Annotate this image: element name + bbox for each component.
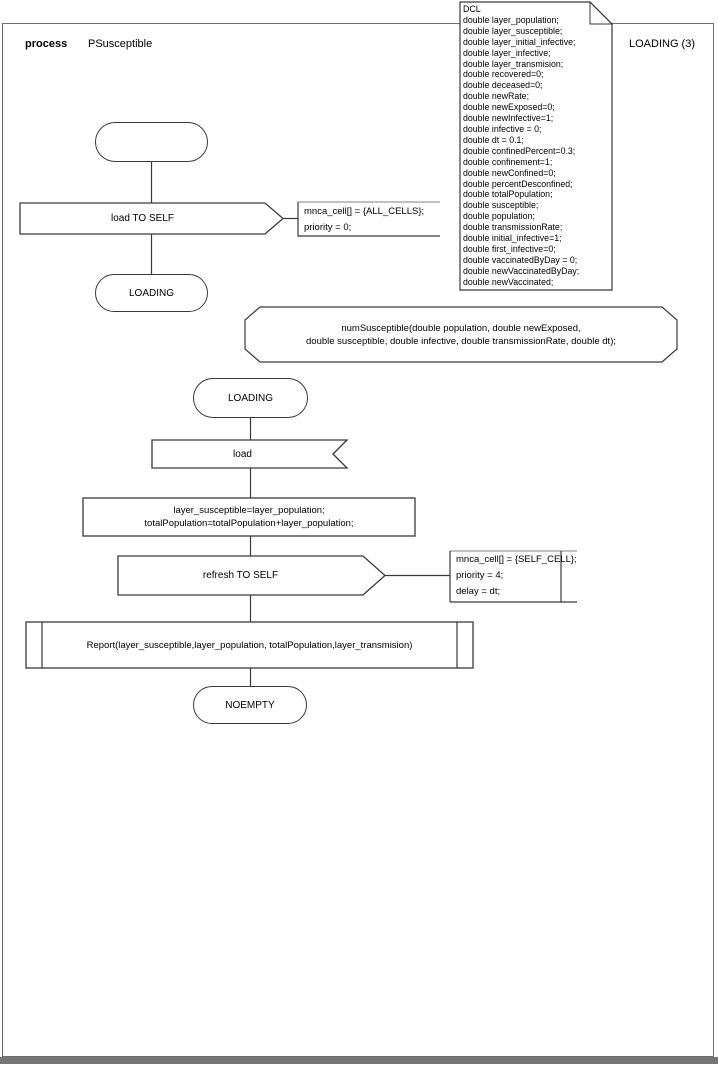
window-bottom-edge bbox=[0, 1057, 718, 1064]
note-fold-corner-icon bbox=[589, 1, 614, 25]
dcl-note-shape[interactable] bbox=[459, 1, 614, 291]
comment-load-shape[interactable] bbox=[297, 201, 440, 237]
state-noempty[interactable]: NOEMPTY bbox=[193, 686, 307, 724]
output-refresh-to-self-shape[interactable] bbox=[117, 555, 386, 596]
process-name: PSusceptible bbox=[88, 38, 153, 50]
state-loading-first[interactable]: LOADING bbox=[95, 274, 208, 312]
state-noempty-label: NOEMPTY bbox=[225, 699, 275, 711]
comment-refresh-shape[interactable] bbox=[449, 550, 577, 603]
task-assign-shape[interactable] bbox=[82, 497, 416, 537]
start-symbol[interactable] bbox=[95, 122, 208, 162]
page-state-label: LOADING (3) bbox=[628, 38, 695, 50]
output-load-to-self-shape[interactable] bbox=[19, 202, 284, 235]
procedure-signature-shape[interactable] bbox=[244, 306, 678, 363]
flow-connectors[interactable] bbox=[150, 162, 451, 686]
process-frame bbox=[2, 23, 714, 1057]
state-loading-second-label: LOADING bbox=[227, 392, 273, 404]
input-load-shape[interactable] bbox=[151, 439, 349, 469]
process-kind-label: process bbox=[25, 38, 68, 50]
state-loading-second[interactable]: LOADING bbox=[193, 378, 308, 418]
state-loading-first-label: LOADING bbox=[128, 287, 174, 299]
comment-refresh-text: mnca_cell[] = {SELF_CELL};priority = 4;d… bbox=[456, 554, 577, 597]
comment-load-text: mnca_cell[] = {ALL_CELLS};priority = 0; bbox=[304, 206, 425, 233]
call-report-shape[interactable] bbox=[25, 621, 474, 669]
